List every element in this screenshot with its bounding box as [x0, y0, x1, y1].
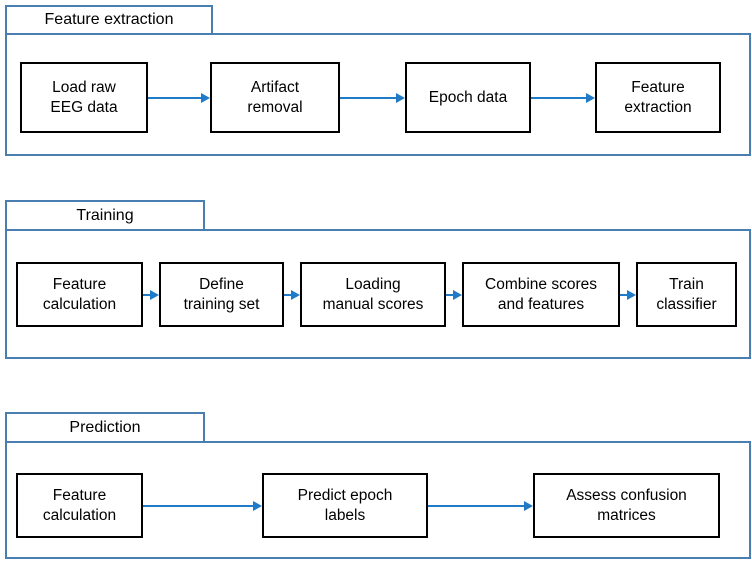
section-tab-label: Training [76, 206, 134, 224]
node-label: Epoch data [428, 88, 508, 106]
section-tab-prediction[interactable]: Prediction [5, 412, 205, 443]
section-tab-training[interactable]: Training [5, 200, 205, 231]
section-tab-label: Feature extraction [44, 11, 174, 28]
section-tab-label: Prediction [69, 418, 141, 436]
section-tab-feature-extraction[interactable]: Feature extraction [5, 5, 213, 35]
node-epoch-data[interactable]: Epoch data [405, 62, 531, 133]
